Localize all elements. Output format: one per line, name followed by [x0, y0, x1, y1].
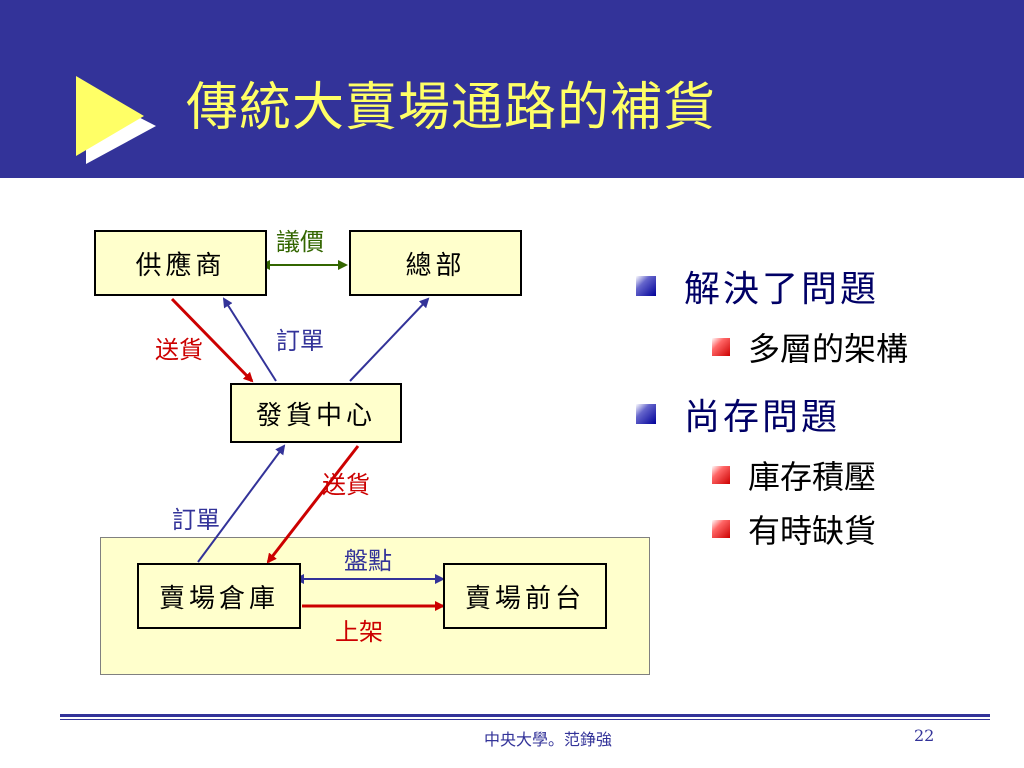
order-arrow-to-hq [349, 297, 430, 382]
play-arrow-icon [76, 76, 156, 164]
sub-bullet-overstock: 庫存積壓 [712, 452, 876, 498]
label-deliver-top: 送貨 [155, 336, 203, 364]
node-headquarters: 總部 [349, 230, 522, 296]
bullet-square-icon [636, 404, 656, 424]
node-supplier: 供應商 [94, 230, 267, 296]
bullet-text: 尚存問題 [684, 397, 841, 438]
footer-author: 中央大學。范錚強 [484, 730, 613, 749]
sub-bullet-square-icon [712, 466, 730, 484]
bullet-text: 解決了問題 [684, 269, 880, 310]
slide-title: 傳統大賣場通路的補貨 [186, 78, 717, 138]
node-store-warehouse: 賣場倉庫 [137, 563, 301, 629]
label-shelving: 上架 [335, 618, 383, 646]
sub-bullet-square-icon [712, 338, 730, 356]
sub-bullet-text: 有時缺貨 [748, 512, 877, 550]
order-arrow-to-dc [197, 444, 286, 563]
sub-bullet-square-icon [712, 520, 730, 538]
sub-bullet-multilayer: 多層的架構 [712, 324, 908, 370]
label-order-bottom: 訂單 [172, 506, 220, 534]
order-arrow-to-supplier [222, 297, 277, 382]
deliver-arrow-bottom [266, 445, 360, 564]
page-number: 22 [914, 726, 935, 745]
deliver-arrow-top [170, 297, 254, 383]
node-distribution-center: 發貨中心 [230, 383, 402, 443]
label-inventory-check: 盤點 [344, 547, 392, 575]
label-order-top: 訂單 [276, 327, 324, 355]
sub-bullet-text: 庫存積壓 [748, 458, 877, 496]
footer-rule-thin [60, 719, 990, 720]
title-bar [0, 0, 1024, 178]
bullet-remaining: 尚存問題 [636, 388, 840, 440]
label-negotiate-price: 議價 [276, 228, 324, 256]
bullet-square-icon [636, 276, 656, 296]
sub-bullet-text: 多層的架構 [748, 330, 909, 368]
sub-bullet-stockout: 有時缺貨 [712, 506, 876, 552]
label-deliver-bottom: 送貨 [322, 471, 370, 499]
bullet-solved: 解決了問題 [636, 260, 879, 312]
node-store-front: 賣場前台 [443, 563, 607, 629]
footer-rule-thick [60, 714, 990, 717]
